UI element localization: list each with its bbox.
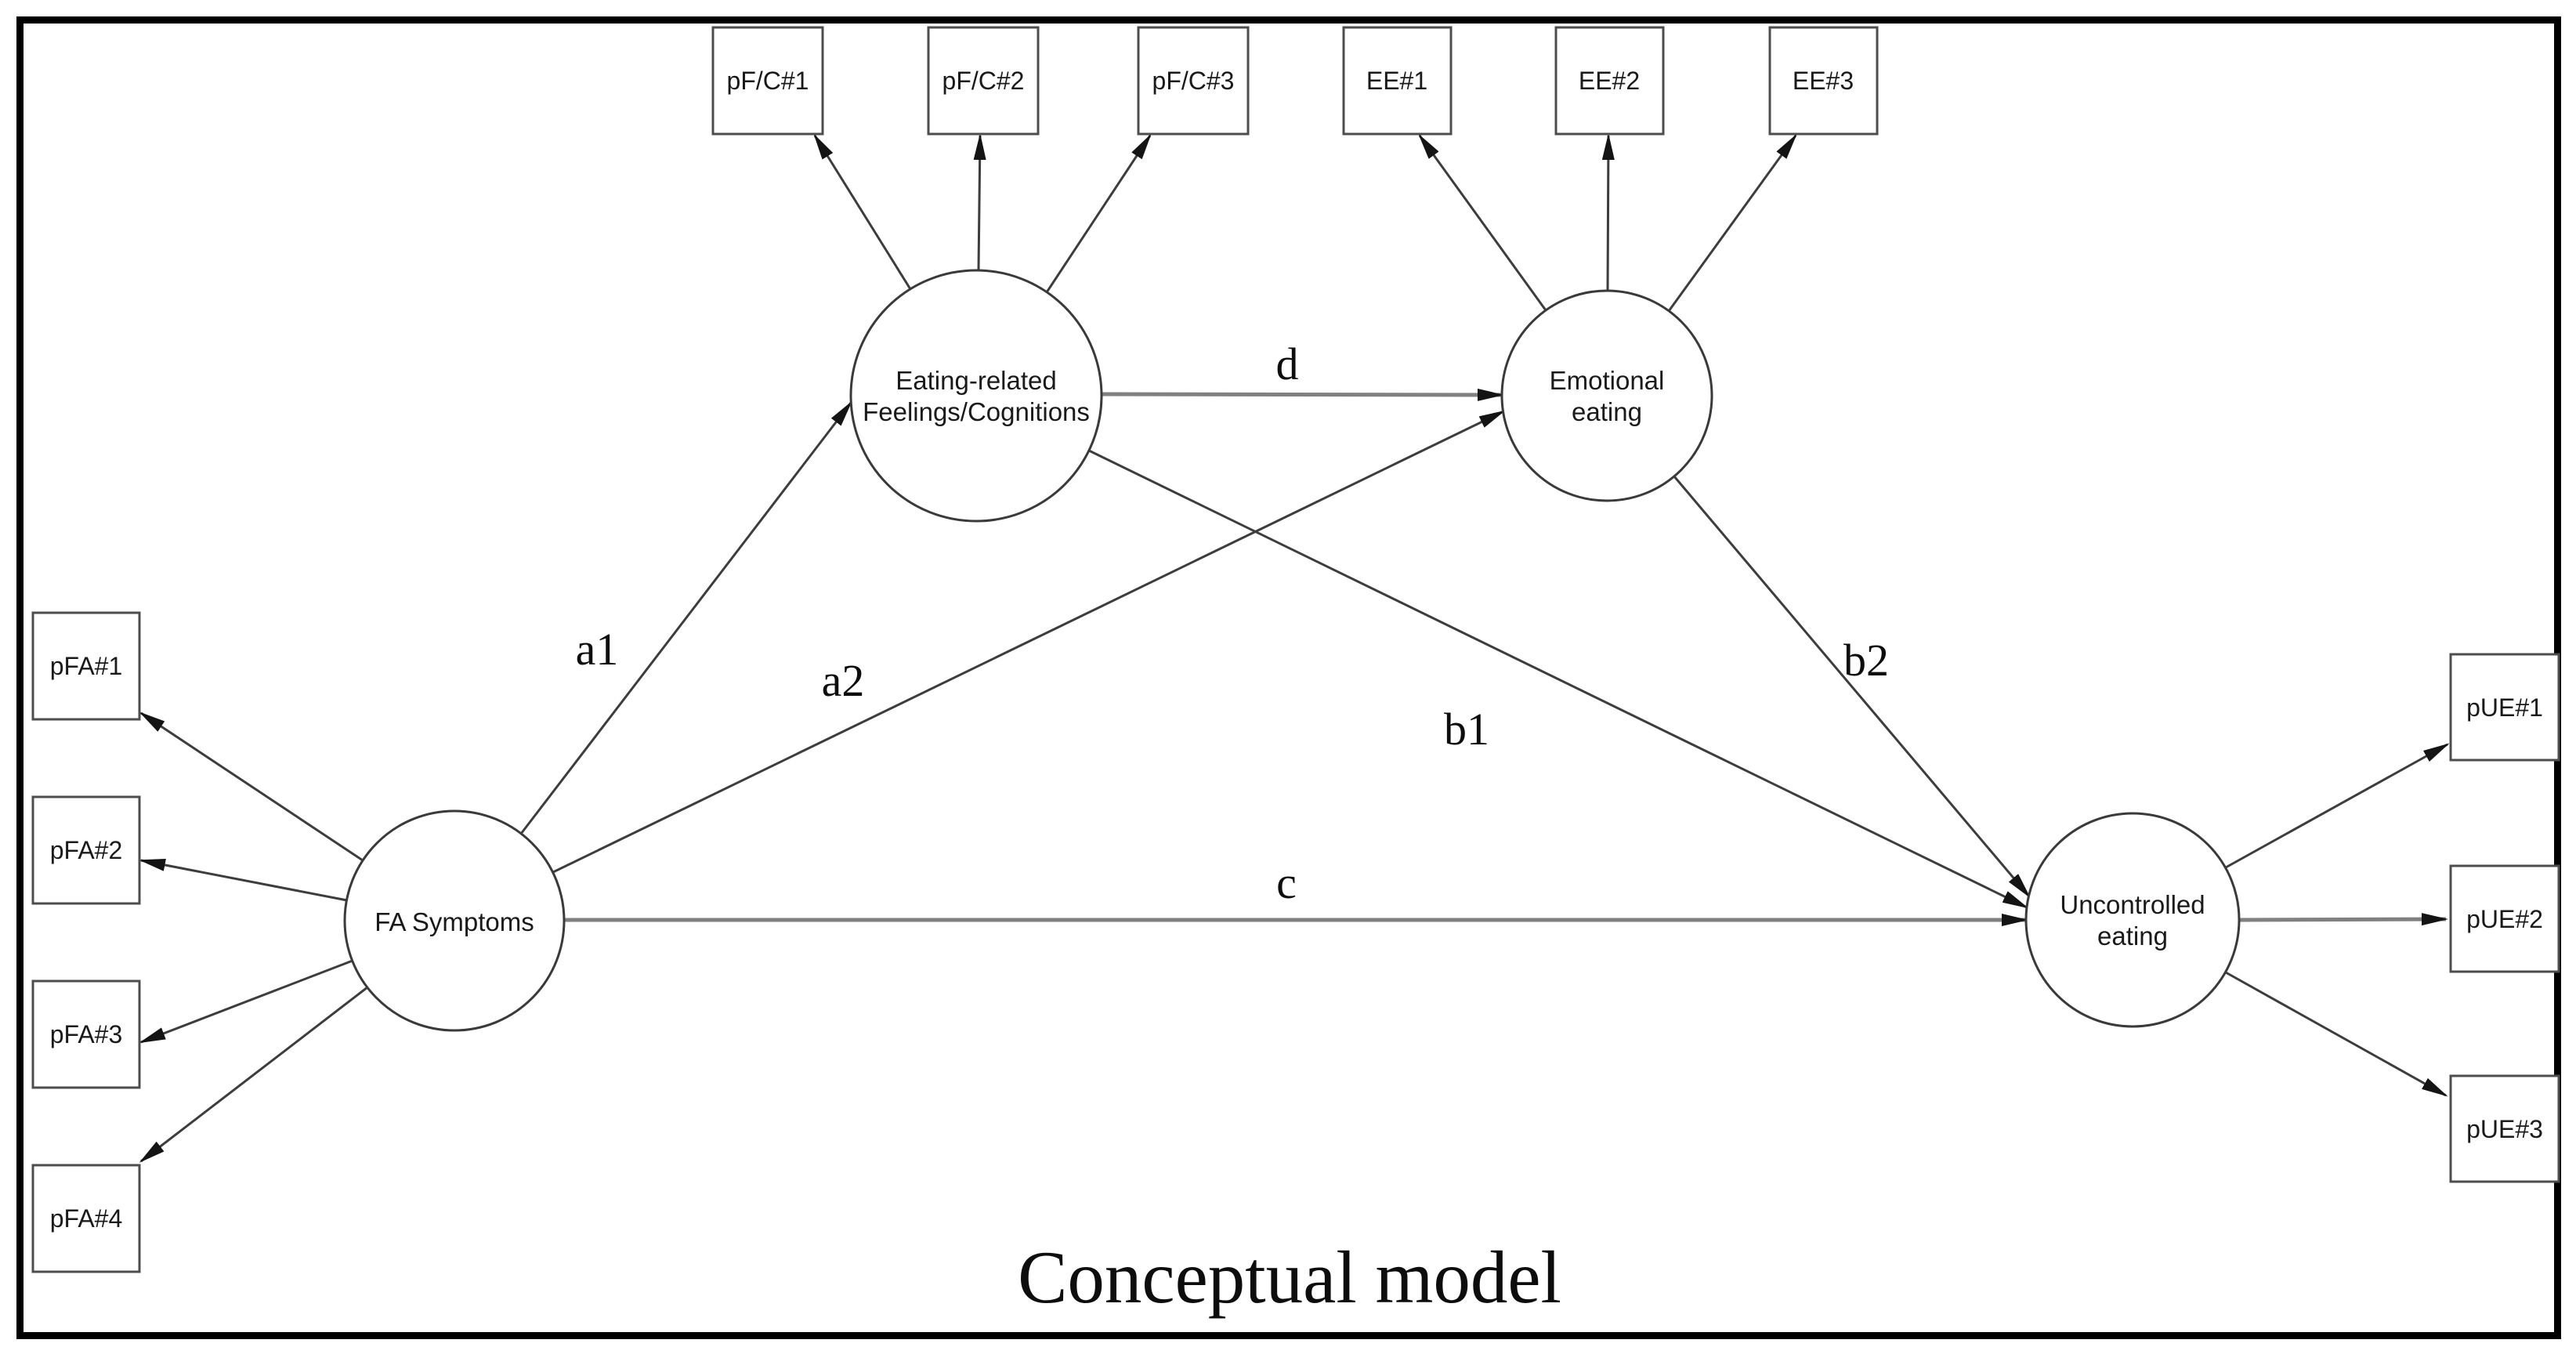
latent-fa-symptoms-circle	[343, 809, 566, 1032]
loading-fa-pfa2-line	[139, 859, 348, 902]
indicator-box-pfa4	[31, 1164, 141, 1273]
loading-ee-ee3-line	[1667, 133, 1797, 312]
indicator-box-pfa2	[31, 795, 141, 905]
loading-erfc-pfc1-line	[813, 133, 912, 290]
indicator-box-pfc3	[1137, 26, 1250, 136]
indicator-label-pfa2: pFA#2	[50, 836, 123, 864]
path-label-b2: b2	[1843, 635, 1889, 686]
indicator-label-pfa3: pFA#3	[50, 1020, 123, 1048]
latent-eating-related-circle	[849, 269, 1103, 523]
latent-emotional-eating-label-line2: eating	[1572, 397, 1642, 426]
latent-eating-related-label-line2: Feelings/Cognitions	[863, 397, 1090, 426]
loading-ee-ee1-line	[1418, 133, 1547, 311]
indicator-box-pfc1	[711, 26, 824, 136]
loading-ue-pue2-line	[2238, 913, 2448, 926]
indicator-box-pue2	[2449, 864, 2560, 973]
indicator-label-pfa1: pFA#1	[50, 652, 123, 680]
path-label-c: c	[1276, 857, 1297, 908]
loading-ue-pue3-line	[2225, 971, 2448, 1097]
indicator-box-ee1	[1342, 26, 1453, 136]
indicator-label-ee3: EE#3	[1793, 67, 1854, 95]
indicator-label-ee1: EE#1	[1366, 67, 1427, 95]
indicator-label-pfa4: pFA#4	[50, 1204, 123, 1233]
path-a1-line	[519, 400, 852, 835]
latent-uncontrolled-eating-label-line1: Uncontrolled	[2060, 890, 2205, 919]
indicator-label-pfc2: pF/C#2	[942, 67, 1025, 95]
indicator-box-pue3	[2449, 1074, 2560, 1183]
indicator-label-pfc3: pF/C#3	[1152, 67, 1235, 95]
loading-fa-pfa1-line	[139, 711, 364, 862]
latent-emotional-eating-circle	[1500, 289, 1713, 502]
latent-eating-related-label-line1: Eating-related	[895, 366, 1056, 395]
path-label-a2: a2	[822, 655, 865, 706]
indicator-label-pue3: pUE#3	[2466, 1115, 2543, 1143]
path-a2-line	[552, 410, 1506, 874]
indicator-box-pue1	[2449, 653, 2560, 762]
indicator-box-ee3	[1768, 26, 1879, 136]
loading-ue-pue1-line	[2225, 743, 2450, 869]
path-label-d: d	[1276, 339, 1299, 389]
loading-erfc-pfc2-line	[973, 133, 986, 271]
figure-title: Conceptual model	[1018, 1236, 1561, 1319]
loading-fa-pfa4-line	[139, 986, 368, 1163]
indicator-box-ee2	[1554, 26, 1665, 136]
path-label-b1: b1	[1444, 704, 1489, 755]
indicator-box-pfa1	[31, 611, 141, 721]
indicator-label-ee2: EE#2	[1579, 67, 1640, 95]
latent-uncontrolled-eating-label-line2: eating	[2097, 921, 2168, 950]
path-b2-line	[1673, 476, 2031, 899]
loading-erfc-pfc3-line	[1045, 133, 1152, 293]
latent-fa-symptoms-label: FA Symptoms	[374, 907, 534, 936]
latent-uncontrolled-eating-circle	[2024, 812, 2241, 1028]
indicator-box-pfa3	[31, 979, 141, 1089]
indicator-label-pue2: pUE#2	[2466, 905, 2543, 933]
latent-emotional-eating-label-line1: Emotional	[1550, 366, 1665, 395]
indicator-box-pfc2	[927, 26, 1040, 136]
loading-fa-pfa3-line	[139, 959, 353, 1044]
path-d-line	[1101, 388, 1504, 401]
indicator-label-pue1: pUE#1	[2466, 693, 2543, 722]
indicator-label-pfc1: pF/C#1	[727, 67, 809, 95]
path-label-a1: a1	[576, 624, 619, 675]
path-b1-line	[1088, 449, 2029, 909]
